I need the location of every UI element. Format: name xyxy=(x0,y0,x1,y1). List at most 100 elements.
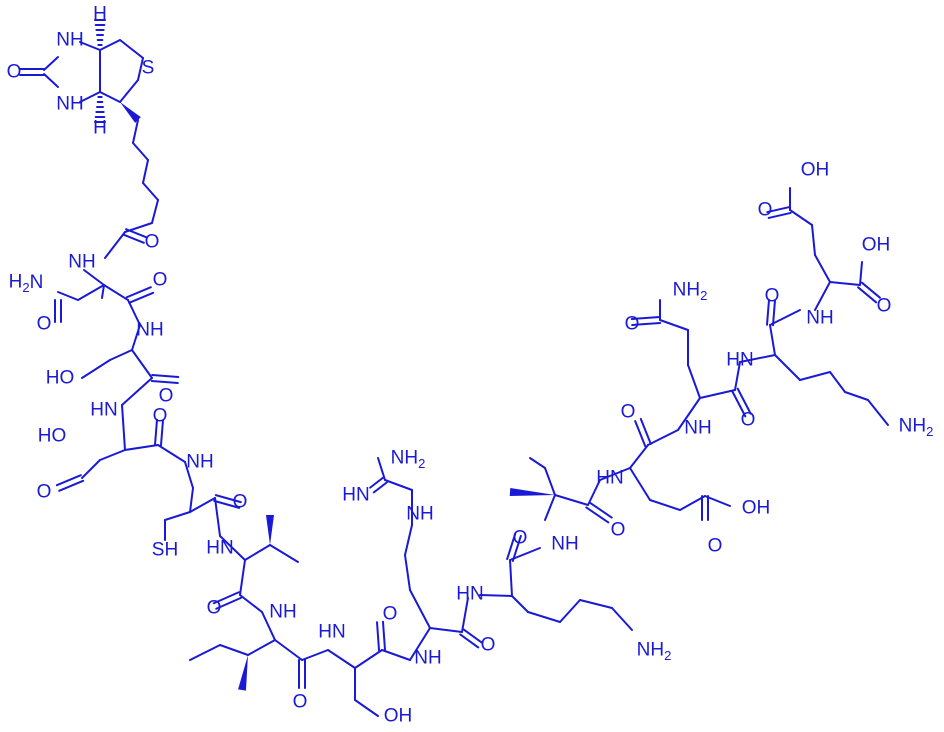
single-bond xyxy=(127,299,141,326)
atom-label-biotin-nh-top: NH xyxy=(56,30,83,51)
double-bond xyxy=(860,281,881,299)
single-bond xyxy=(214,497,221,537)
double-bond xyxy=(125,286,152,299)
double-bond xyxy=(857,286,878,304)
atom-label-lys2-nh: HN xyxy=(726,350,753,371)
single-bond xyxy=(83,269,105,286)
atom-label-glu2-oh: OH xyxy=(862,235,891,256)
atom-label-gln-nh2: NH2 xyxy=(673,280,708,303)
double-bond xyxy=(125,228,148,239)
atom-label-ser2-oh: OH xyxy=(384,706,413,727)
atom-label-ser2-o: O xyxy=(383,604,398,625)
double-bond xyxy=(214,494,242,504)
single-bond xyxy=(384,479,413,491)
single-bond xyxy=(81,359,111,379)
atom-label-glu1-o: O xyxy=(621,402,636,423)
atom-label-gln-nh: NH xyxy=(684,418,711,439)
single-bond xyxy=(261,611,276,641)
atom-label-lys1-nh: HN xyxy=(456,584,483,605)
single-bond xyxy=(219,644,249,656)
atom-label-glu1-nh: HN xyxy=(596,468,623,489)
atom-label-glu1-oh: OH xyxy=(742,498,771,519)
single-bond xyxy=(354,699,379,717)
single-bond xyxy=(509,547,541,561)
single-bond xyxy=(559,599,581,623)
atom-label-glu2-nh: NH xyxy=(806,308,833,329)
single-bond xyxy=(844,391,869,401)
single-bond xyxy=(132,119,139,144)
single-bond xyxy=(814,281,831,311)
single-bond xyxy=(799,371,831,381)
double-bond xyxy=(462,628,483,644)
single-bond xyxy=(814,254,831,283)
single-bond xyxy=(43,73,59,88)
single-bond xyxy=(81,459,101,479)
atom-label-ser1-o: O xyxy=(159,386,174,407)
single-bond xyxy=(244,544,271,561)
single-bond xyxy=(43,56,59,71)
wedge-bond xyxy=(266,515,274,545)
single-bond xyxy=(109,349,133,361)
single-bond xyxy=(409,589,431,629)
single-bond xyxy=(769,324,776,356)
atom-label-glu2-side-o: O xyxy=(758,200,773,221)
double-bond xyxy=(731,390,747,418)
single-bond xyxy=(699,389,736,399)
atom-label-gln-side-o: O xyxy=(625,314,640,335)
single-bond xyxy=(142,159,149,184)
single-bond xyxy=(301,649,329,661)
single-bond xyxy=(511,595,529,613)
atom-label-asp-nh: HN xyxy=(90,400,117,421)
wedge-bond xyxy=(238,655,248,691)
single-bond xyxy=(789,209,813,226)
single-bond xyxy=(739,354,776,363)
atom-label-gln-o: O xyxy=(741,410,756,431)
single-bond xyxy=(142,182,159,201)
single-bond xyxy=(131,324,141,351)
double-bond xyxy=(151,374,180,379)
atom-label-cys-o: O xyxy=(233,492,248,513)
atom-label-asn-o: O xyxy=(153,270,168,291)
single-bond xyxy=(404,554,411,591)
double-bond xyxy=(459,633,480,649)
single-bond xyxy=(247,639,276,656)
single-bond xyxy=(79,91,101,103)
single-bond xyxy=(859,261,863,286)
atom-label-ile2-nh: NH xyxy=(269,602,296,623)
single-bond xyxy=(121,404,126,451)
atom-label-lys2-nh2: NH2 xyxy=(899,416,934,439)
atom-label-glu2-o: O xyxy=(877,296,892,317)
double-bond xyxy=(212,591,240,605)
single-bond xyxy=(579,599,613,609)
double-bond xyxy=(128,291,155,304)
atom-label-asp-o: O xyxy=(153,406,168,427)
single-bond xyxy=(829,281,861,286)
single-bond xyxy=(119,79,139,103)
single-bond xyxy=(189,644,221,661)
single-bond xyxy=(151,199,159,224)
double-bond xyxy=(215,596,243,610)
atom-label-ser2-nh: HN xyxy=(318,622,345,643)
single-bond xyxy=(132,142,149,161)
atom-label-lys2-o: O xyxy=(765,286,780,307)
single-bond xyxy=(509,559,513,597)
atom-label-biotin-amide-o: O xyxy=(145,232,160,253)
single-bond xyxy=(687,364,701,399)
single-bond xyxy=(119,39,144,59)
single-bond xyxy=(429,627,463,633)
single-bond xyxy=(124,444,159,451)
single-bond xyxy=(587,479,601,506)
single-bond xyxy=(137,57,144,81)
single-bond xyxy=(867,399,889,426)
single-bond xyxy=(381,649,411,661)
double-bond xyxy=(381,620,386,651)
single-bond xyxy=(274,639,303,661)
single-bond xyxy=(704,495,731,507)
single-bond xyxy=(219,535,246,561)
single-bond xyxy=(611,607,633,631)
atom-label-asn-h2n: H2N xyxy=(9,272,44,295)
single-bond xyxy=(554,494,589,506)
double-bond xyxy=(639,417,652,445)
single-bond xyxy=(544,467,556,496)
single-bond xyxy=(77,284,105,301)
